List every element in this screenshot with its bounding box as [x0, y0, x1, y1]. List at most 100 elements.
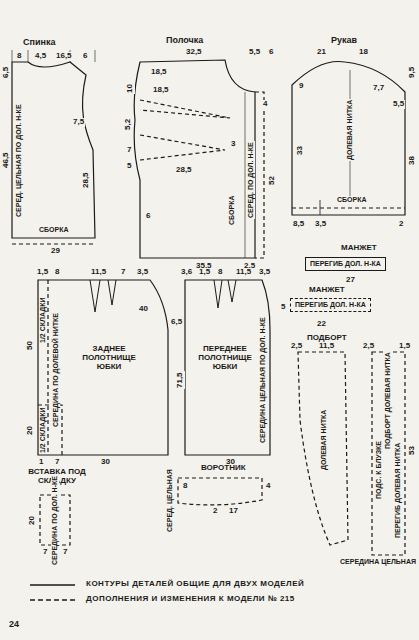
dimension-label: 1,5: [198, 268, 211, 277]
dimension-label: 5: [126, 162, 132, 171]
dimension-label: Полочка: [165, 36, 204, 46]
vertical-note: СБОРКА: [228, 194, 236, 226]
vertical-note: СЕРЕД. ЦЕЛЬНАЯ: [166, 468, 174, 533]
box-text: ПЕРЕГИБ ДОЛ. Н-КА: [295, 301, 366, 309]
dimension-label: 16,5: [55, 52, 73, 61]
dimension-label: 7: [42, 548, 48, 557]
vertical-note: СЕРЕД. ЦЕЛЬНАЯ ПО ДОЛ. Н-КЕ: [15, 103, 23, 218]
dimension-label: 8,5: [292, 220, 305, 229]
dimension-label: 6: [82, 52, 88, 61]
legend-text: ДОПОЛНЕНИЯ И ИЗМЕНЕНИЯ К МОДЕЛИ № 215: [85, 595, 296, 604]
vertical-note: 6,5: [2, 65, 11, 78]
dimension-label: 18: [358, 48, 369, 57]
dimension-label: 6: [268, 48, 274, 57]
dimension-label: 22: [316, 320, 327, 329]
dimension-label: 1: [38, 458, 44, 467]
dimension-label: Спинка: [22, 38, 56, 48]
dimension-label: 9: [298, 82, 304, 91]
dimension-label: 3: [230, 140, 236, 149]
vertical-note: ПЕРЕГИБ ДОЛЕВАЯ НИТКА: [394, 441, 402, 538]
cuff-box: ПЕРЕГИБ ДОЛ. Н-КА: [305, 257, 386, 271]
vertical-note: 1/2 СКЛАДКИ: [39, 406, 47, 454]
vertical-note: 50: [26, 340, 35, 351]
dimension-label: СЕРЕДИНА ЦЕЛЬНАЯ: [339, 558, 417, 566]
dimension-label: ПЕРЕДНЕЕ ПОЛОТНИЩЕ ЮБКИ: [196, 345, 254, 371]
dimension-label: 1,5: [36, 268, 49, 277]
dimension-label: 24: [8, 620, 20, 630]
dimension-label: 2: [398, 220, 404, 229]
dimension-label: 4: [262, 100, 268, 109]
dimension-label: ЗАДНЕЕ ПОЛОТНИЩЕ ЮБКИ: [78, 345, 140, 371]
dimension-label: 18,5: [150, 68, 168, 77]
vertical-note: ПОДС. К БЛУЗКЕ: [375, 440, 383, 500]
vertical-note: 38: [408, 155, 417, 166]
dimension-label: СБОРКА: [38, 226, 70, 234]
vertical-note: 71,5: [176, 371, 185, 389]
dimension-label: 3,5: [258, 268, 271, 277]
dimension-label: 5: [280, 303, 286, 312]
vertical-note: 9,5: [408, 65, 417, 78]
dimension-label: 1,5: [398, 342, 411, 351]
dimension-label: 4,5: [34, 52, 47, 61]
dimension-label: 18,5: [152, 86, 170, 95]
vertical-note: 5,2: [124, 117, 133, 130]
dimension-label: 7,7: [372, 84, 385, 93]
dimension-label: 6,5: [170, 318, 183, 327]
vertical-note: 20: [28, 515, 37, 526]
dimension-label: 30: [100, 458, 111, 467]
dimension-label: 8: [182, 482, 188, 491]
vertical-note: 53: [408, 445, 417, 456]
legend-text: КОНТУРЫ ДЕТАЛЕЙ ОБЩИЕ ДЛЯ ДВУХ МОДЕЛЕЙ: [85, 580, 305, 589]
vertical-note: 20: [26, 425, 35, 436]
dimension-label: 8: [217, 268, 223, 277]
vertical-note: 46,5: [2, 151, 11, 169]
dimension-label: 5,5: [392, 100, 405, 109]
dimension-label: 2,5: [290, 342, 303, 351]
vertical-note: ДОЛЕВАЯ НИТКА: [320, 409, 328, 471]
dimension-label: 11,5: [90, 268, 107, 277]
vertical-note: 52: [268, 175, 277, 186]
vertical-note: ПОДБОРТ ДОЛЕВАЯ НИТКА: [384, 351, 392, 450]
dimension-label: ВОРОТНИК: [200, 464, 247, 473]
dimension-label: 11,5: [235, 268, 252, 277]
dimension-label: 7,5: [72, 118, 85, 127]
dimension-label: МАНЖЕТ: [340, 244, 378, 253]
dimension-label: 27: [345, 276, 356, 285]
dimension-label: 7: [62, 548, 68, 557]
dimension-label: 2: [212, 507, 218, 516]
vertical-note: ДОЛЕВАЯ НИТКА: [346, 99, 354, 161]
vertical-note: 1/2 СКЛАДКИ: [39, 296, 47, 344]
vertical-note: СЕРЕДИНА ПО ДОЛ. Н-КЕ: [51, 475, 59, 566]
dimension-label: 3,5: [314, 220, 327, 229]
vertical-note: 33: [296, 145, 305, 156]
dimension-label: 21: [316, 48, 327, 57]
dimension-label: 8: [54, 268, 60, 277]
dimension-label: 8: [16, 52, 22, 61]
dimension-label: 28,5: [175, 166, 193, 175]
vertical-note: СЕРЕДИНА ПО ДОЛЕВОЙ НИТКЕ: [52, 312, 60, 428]
dimension-label: МАНЖЕТ: [308, 286, 346, 295]
vertical-note: СЕРЕД. ПО ДОЛ. Н-КЕ: [247, 141, 255, 219]
dimension-label: Рукав: [330, 36, 358, 46]
dimension-label: 3,6: [180, 268, 193, 277]
dimension-label: 29: [50, 247, 61, 256]
vertical-note: СЕРЕДИНА ЦЕЛЬНАЯ ПО ДОЛ. Н-КЕ: [259, 316, 267, 444]
vertical-note: 10: [126, 83, 135, 94]
dimension-label: 7: [126, 146, 132, 155]
dimension-label: 4: [265, 482, 271, 491]
dimension-label: 32,5: [185, 48, 203, 57]
dimension-label: 2,5: [362, 342, 375, 351]
dimension-label: 5,5: [248, 48, 261, 57]
dimension-label: 6: [145, 212, 151, 221]
dimension-label: СБОРКА: [336, 196, 368, 204]
dimension-label: 3,5: [136, 268, 149, 277]
dimension-label: 7: [120, 268, 126, 277]
box-text: ПЕРЕГИБ ДОЛ. Н-КА: [310, 260, 381, 268]
vertical-note: 28,5: [82, 171, 91, 189]
dimension-label: 11,5: [318, 342, 335, 351]
dimension-label: 7: [54, 458, 60, 467]
cuff-box: ПЕРЕГИБ ДОЛ. Н-КА: [290, 298, 371, 312]
dimension-label: 17: [228, 507, 239, 516]
